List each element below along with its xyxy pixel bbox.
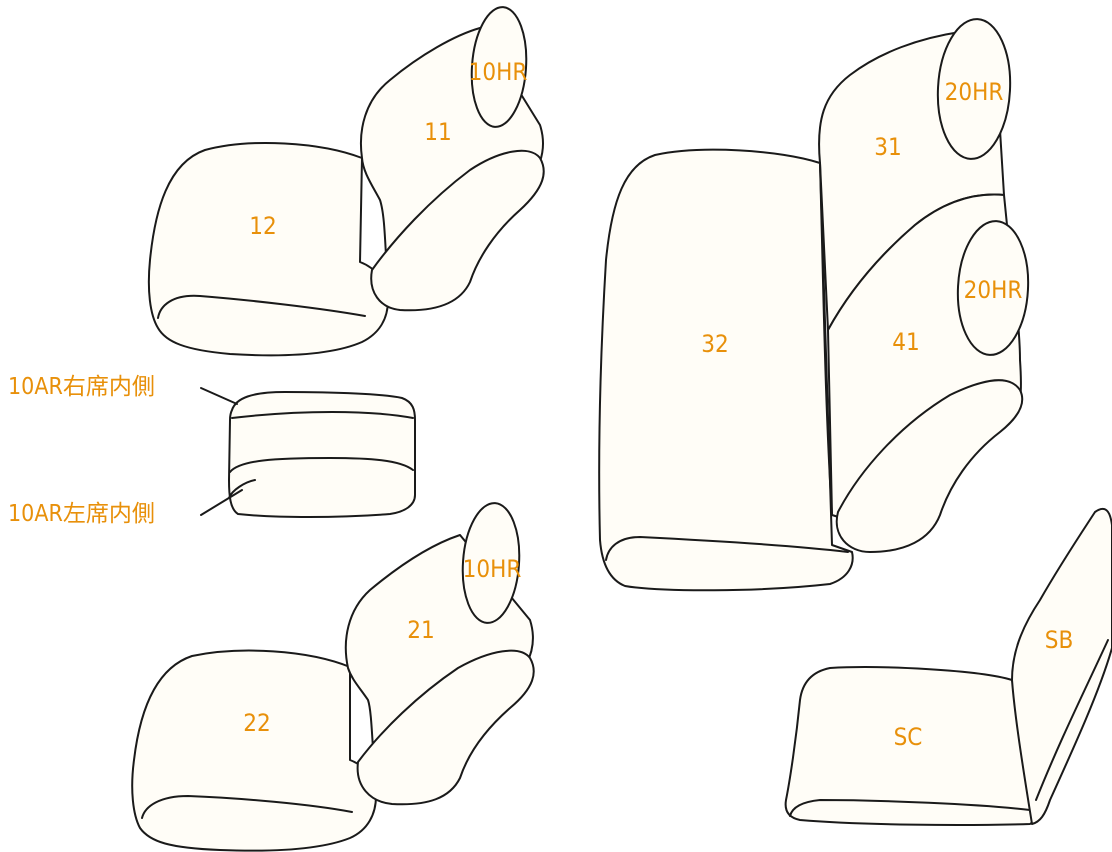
front-right-seat: 11 12 10HR bbox=[147, 6, 545, 357]
label-32: 32 bbox=[701, 330, 728, 358]
front-left-seat: 21 22 10HR bbox=[131, 502, 535, 852]
armrest-body-shape bbox=[228, 391, 416, 518]
front-right-cushion-front bbox=[157, 294, 366, 319]
third-row-back-shape bbox=[1011, 507, 1112, 825]
front-right-cushion-shape bbox=[147, 142, 389, 357]
label-10ar-left-inner: 10AR左席内側 bbox=[8, 501, 155, 527]
label-sb: SB bbox=[1045, 626, 1074, 654]
front-left-cushion-shape bbox=[131, 649, 377, 852]
armrest: 10AR右席内側 10AR左席内側 bbox=[8, 374, 416, 527]
front-left-headrest-shape bbox=[461, 502, 521, 624]
label-20hr-b: 20HR bbox=[964, 276, 1023, 304]
label-11: 11 bbox=[424, 118, 451, 146]
front-left-side-bolster-shape bbox=[356, 649, 535, 806]
leader-line-right-inner bbox=[200, 387, 238, 405]
armrest-bottom-seam bbox=[228, 479, 256, 499]
third-row-cushion-front bbox=[789, 799, 1031, 817]
armrest-top-seam bbox=[231, 411, 414, 419]
armrest-mid-seam bbox=[229, 457, 414, 473]
front-right-headrest-shape bbox=[470, 6, 528, 128]
second-row-center-divider bbox=[819, 162, 833, 516]
third-row-cushion-shape bbox=[784, 666, 1039, 826]
label-sc: SC bbox=[894, 723, 923, 751]
third-row-back-fold bbox=[1035, 639, 1109, 801]
label-10hr-front-left: 10HR bbox=[463, 555, 522, 583]
second-row-cushion-shape bbox=[598, 148, 854, 592]
second-row-cushion-front bbox=[605, 536, 849, 561]
third-row-seat: SB SC bbox=[784, 507, 1112, 826]
second-row-backrest-41-bolster-shape bbox=[835, 379, 1024, 553]
leader-line-left-inner bbox=[200, 489, 243, 516]
second-row-headrest-b-shape bbox=[956, 220, 1030, 356]
label-31: 31 bbox=[874, 133, 901, 161]
front-left-cushion-front bbox=[141, 795, 353, 819]
label-10hr-front-right: 10HR bbox=[469, 58, 528, 86]
second-row-headrest-a-shape bbox=[936, 18, 1012, 160]
label-21: 21 bbox=[407, 616, 434, 644]
label-20hr-a: 20HR bbox=[945, 78, 1004, 106]
label-12: 12 bbox=[249, 212, 276, 240]
label-22: 22 bbox=[243, 709, 270, 737]
front-right-side-bolster-shape bbox=[370, 149, 545, 312]
second-row-seat: 31 32 41 20HR 20HR bbox=[598, 18, 1030, 592]
label-10ar-right-inner: 10AR右席内側 bbox=[8, 374, 155, 400]
label-41: 41 bbox=[892, 328, 919, 356]
